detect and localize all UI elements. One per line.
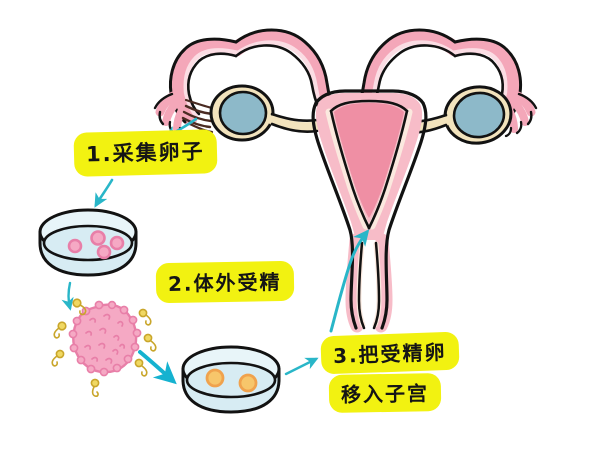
- egg-with-sperm: [51, 298, 157, 397]
- arrow-fertilization-to-dish2: [138, 350, 177, 385]
- step-2-label: 2.体外受精: [155, 260, 294, 304]
- step-3-label-line2: 移入子宫: [328, 373, 442, 413]
- arrow-step3-to-uterus: [329, 229, 370, 333]
- sperm-cells: [51, 298, 157, 397]
- petri-dish-with-fertilized-eggs: [181, 345, 281, 414]
- step-1-label: 1.采集卵子: [73, 129, 218, 177]
- step-3-label-line1: 3.把受精卵: [320, 331, 460, 375]
- arrow-dish-to-fertilization: [61, 281, 74, 311]
- uterus-illustration: [153, 28, 538, 333]
- arrow-step1-to-dish: [94, 178, 114, 208]
- petri-dish-with-eggs: [38, 208, 138, 277]
- arrow-dish2-to-step3: [284, 357, 319, 376]
